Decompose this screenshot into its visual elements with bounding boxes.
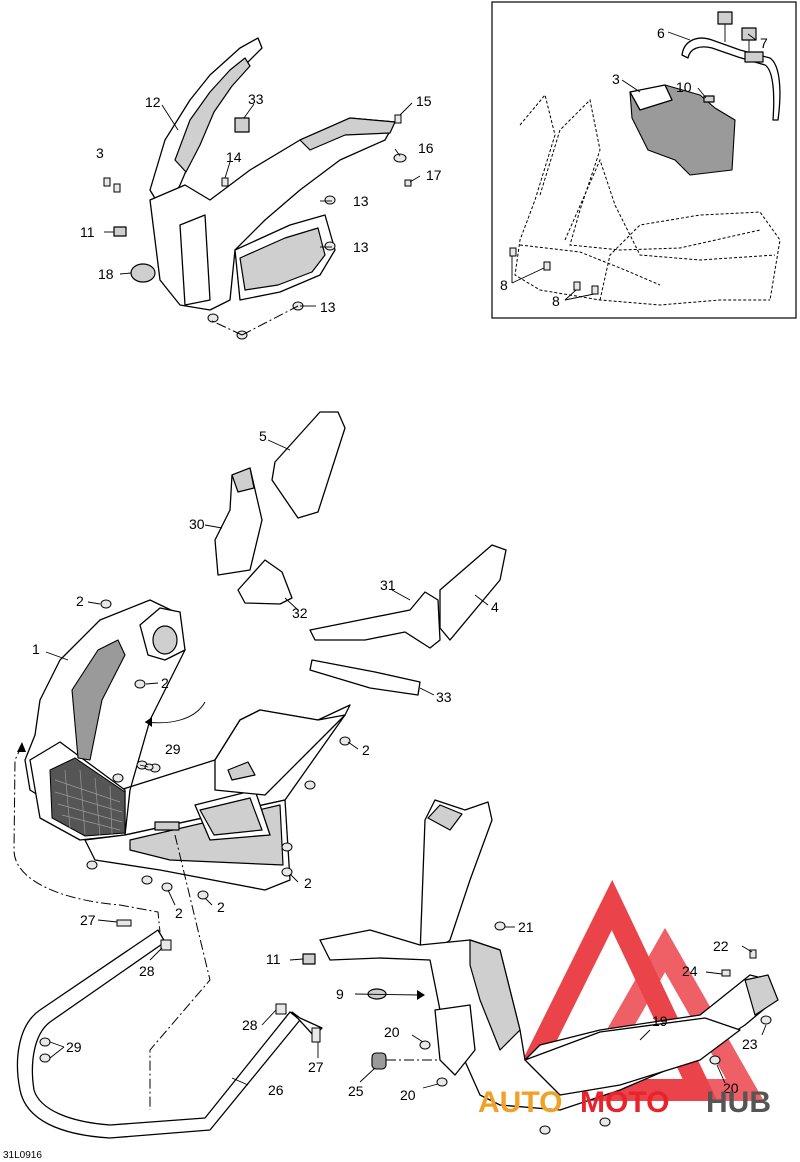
callout-12: 12: [145, 94, 161, 110]
pad-31: [309, 591, 441, 649]
pad-4: [439, 544, 507, 641]
callout-2: 2: [362, 742, 370, 758]
callout-33: 33: [436, 689, 452, 705]
callout-5: 5: [259, 428, 267, 444]
callout-8: 8: [552, 293, 560, 309]
callout-31: 31: [380, 577, 396, 593]
callout-3: 3: [96, 145, 104, 161]
callout-20: 20: [400, 1087, 416, 1103]
callout-26: 26: [268, 1082, 284, 1098]
callout-29: 29: [165, 741, 181, 757]
clip-11-icon: [113, 226, 127, 237]
callout-28: 28: [139, 963, 155, 979]
callout-2: 2: [217, 899, 225, 915]
grille: [49, 757, 126, 837]
callout-13: 13: [320, 299, 336, 315]
callout-23: 23: [742, 1036, 758, 1052]
callout-9: 9: [336, 986, 344, 1002]
cap-18-icon: [130, 263, 156, 283]
callout-28: 28: [242, 1017, 258, 1033]
callout-6: 6: [657, 25, 665, 41]
watermark-auto: AUTO: [478, 1086, 562, 1119]
callout-22: 22: [713, 938, 729, 954]
pad-5: [271, 411, 346, 519]
callout-33: 33: [248, 91, 264, 107]
watermark-hub: HUB: [706, 1086, 771, 1119]
callout-27: 27: [80, 912, 96, 928]
callout-27: 27: [308, 1059, 324, 1075]
callout-2: 2: [76, 593, 84, 609]
callout-14: 14: [226, 149, 242, 165]
callout-16: 16: [418, 140, 434, 156]
pad-32: [237, 559, 293, 605]
callout-3: 3: [612, 71, 620, 87]
callout-21: 21: [518, 919, 534, 935]
callout-13: 13: [353, 193, 369, 209]
callout-20: 20: [384, 1024, 400, 1040]
screw-8-icon: [509, 247, 599, 295]
upper-console-assembly: [103, 37, 421, 340]
pad-33: [309, 659, 421, 696]
callout-18: 18: [98, 266, 114, 282]
callout-2: 2: [161, 675, 169, 691]
inset-detail: [491, 1, 797, 319]
watermark-moto: MOTO: [580, 1086, 669, 1119]
callout-29: 29: [66, 1039, 82, 1055]
grommet-25-icon: [371, 1052, 387, 1070]
callout-1: 1: [32, 641, 40, 657]
callout-4: 4: [491, 599, 499, 615]
callout-15: 15: [416, 93, 432, 109]
callout-2: 2: [175, 905, 183, 921]
callout-labels: 1 2 2 2 2 2 2 3 3 4 5 6 7 8 8 9 10 11 11…: [32, 25, 768, 1103]
callout-10: 10: [676, 79, 692, 95]
callout-30: 30: [189, 516, 205, 532]
automotohub-watermark: AUTO MOTO HUB: [478, 1086, 771, 1119]
tab-33-icon: [234, 117, 250, 133]
callout-25: 25: [348, 1083, 364, 1099]
front-bumper-assembly: [13, 599, 359, 1110]
callout-13: 13: [353, 239, 369, 255]
pad-parts: [204, 411, 507, 696]
callout-2: 2: [304, 875, 312, 891]
tube-bumper: [16, 763, 323, 1139]
callout-17: 17: [426, 167, 442, 183]
callout-8: 8: [500, 277, 508, 293]
callout-20: 20: [723, 1080, 739, 1096]
callout-11: 11: [80, 224, 95, 240]
callout-19: 19: [652, 1013, 668, 1029]
lower-side-assembly: [289, 799, 779, 1135]
drawing-code: 31L0916: [3, 1150, 42, 1161]
callout-32: 32: [292, 605, 308, 621]
callout-7: 7: [760, 35, 768, 51]
callout-24: 24: [682, 963, 698, 979]
callout-11: 11: [266, 951, 281, 967]
